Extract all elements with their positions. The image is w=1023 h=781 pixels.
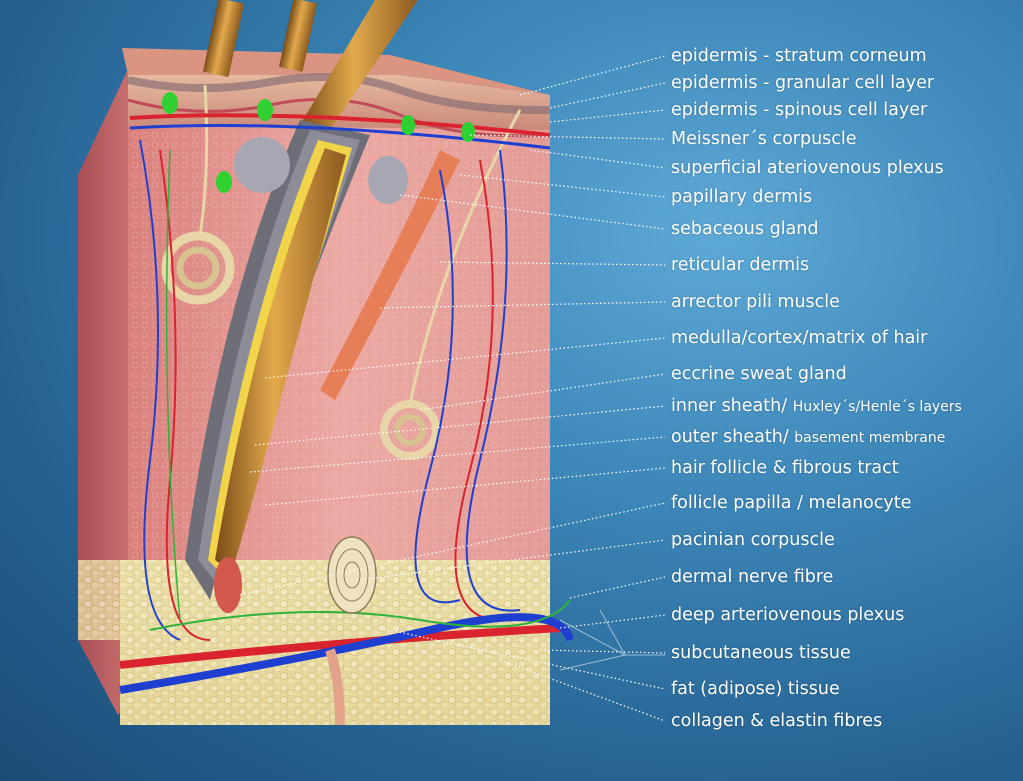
label-collagen-elastin-fibres: collagen & elastin fibres xyxy=(671,711,883,731)
label-medulla-cortex-matrix-of-hair: medulla/cortex/matrix of hair xyxy=(671,328,928,348)
label-subcutaneous-tissue: subcutaneous tissue xyxy=(671,643,851,663)
label-sebaceous-gland: sebaceous gland xyxy=(671,219,819,239)
skin-block-side-face xyxy=(78,65,130,715)
label-reticular-dermis: reticular dermis xyxy=(671,255,810,275)
sebaceous-glands xyxy=(234,137,408,204)
hair-shafts xyxy=(203,0,418,130)
arrector-pili-muscle xyxy=(320,150,460,400)
label-dermal-nerve-fibre: dermal nerve fibre xyxy=(671,567,834,587)
label-epidermis-spinous-cell-layer: epidermis - spinous cell layer xyxy=(671,100,928,120)
label-outer-sheath: outer sheath/ basement membrane xyxy=(671,427,946,447)
label-deep-arteriovenous-plexus: deep arteriovenous plexus xyxy=(671,605,905,625)
hair-follicle xyxy=(185,120,370,613)
label-follicle-papilla-melanocyte: follicle papilla / melanocyte xyxy=(671,493,912,513)
label-fat-adipose-tissue: fat (adipose) tissue xyxy=(671,679,840,699)
label-epidermis-stratum-corneum: epidermis - stratum corneum xyxy=(671,46,927,66)
label-meissners-corpuscle: Meissner´s corpuscle xyxy=(671,129,857,149)
label-hair-follicle-fibrous-tract: hair follicle & fibrous tract xyxy=(671,458,899,478)
label-arrector-pili-muscle: arrector pili muscle xyxy=(671,292,840,312)
label-papillary-dermis: papillary dermis xyxy=(671,187,813,207)
label-inner-sheath: inner sheath/ Huxley´s/Henle´s layers xyxy=(671,396,962,416)
label-eccrine-sweat-gland: eccrine sweat gland xyxy=(671,364,847,384)
blood-vessels xyxy=(119,113,574,694)
nerve-fibres xyxy=(149,92,571,631)
label-leader-lines xyxy=(239,55,666,722)
pacinian-corpuscle xyxy=(325,536,377,726)
subcutaneous-bracket-lines xyxy=(559,609,665,671)
label-epidermis-granular-cell-layer: epidermis - granular cell layer xyxy=(671,73,935,93)
label-superficial-ateriovenous-plexus: superficial ateriovenous plexus xyxy=(671,158,944,178)
label-pacinian-corpuscle: pacinian corpuscle xyxy=(671,530,835,550)
